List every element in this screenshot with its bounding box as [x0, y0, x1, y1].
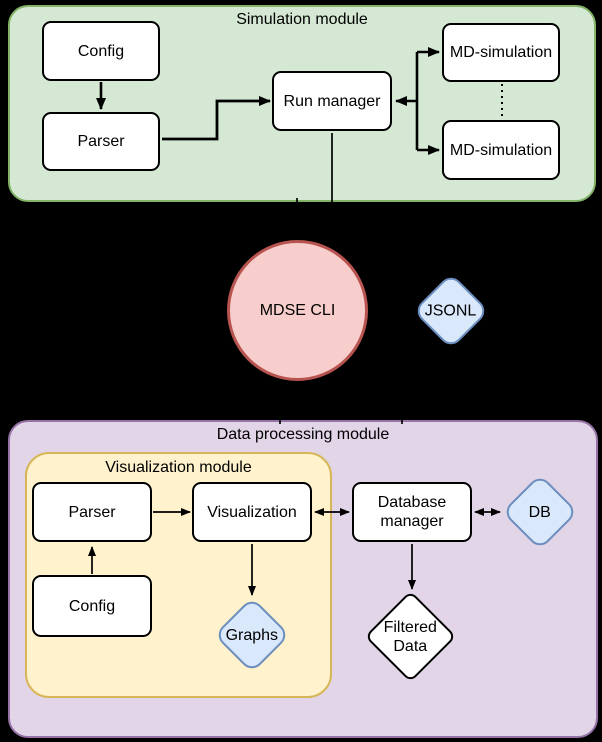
- node-mdse-cli-circle: MDSE CLI: [227, 240, 368, 381]
- visualization-module-title: Visualization module: [105, 459, 252, 476]
- jsonl-label: JSONL: [425, 302, 477, 320]
- node-md-simulation-1: MD-simulation: [442, 23, 560, 82]
- filtered-data-line1: Filtered: [383, 618, 438, 636]
- mdse-cli-label: MDSE CLI: [259, 301, 336, 319]
- node-parser-bottom: Parser: [32, 482, 152, 542]
- simulation-module-title: Simulation module: [236, 11, 368, 28]
- db-label: DB: [528, 503, 552, 521]
- node-database-manager: Database manager: [352, 482, 472, 542]
- node-config-bottom: Config: [32, 575, 152, 637]
- node-md-simulation-2: MD-simulation: [442, 120, 560, 180]
- database-manager-line2: manager: [380, 513, 444, 530]
- node-config-top: Config: [42, 21, 160, 81]
- node-jsonl-diamond: JSONL: [412, 272, 490, 350]
- graphs-label: Graphs: [225, 626, 279, 644]
- node-visualization: Visualization: [192, 482, 312, 542]
- filtered-data-line2: Data: [393, 637, 428, 655]
- database-manager-label: Database manager: [378, 493, 447, 531]
- database-manager-line1: Database: [377, 494, 447, 511]
- filtered-data-label: Filtered Data: [384, 617, 437, 655]
- data-processing-module-title: Data processing module: [216, 426, 390, 443]
- node-run-manager: Run manager: [272, 71, 392, 131]
- node-parser-top: Parser: [42, 112, 160, 171]
